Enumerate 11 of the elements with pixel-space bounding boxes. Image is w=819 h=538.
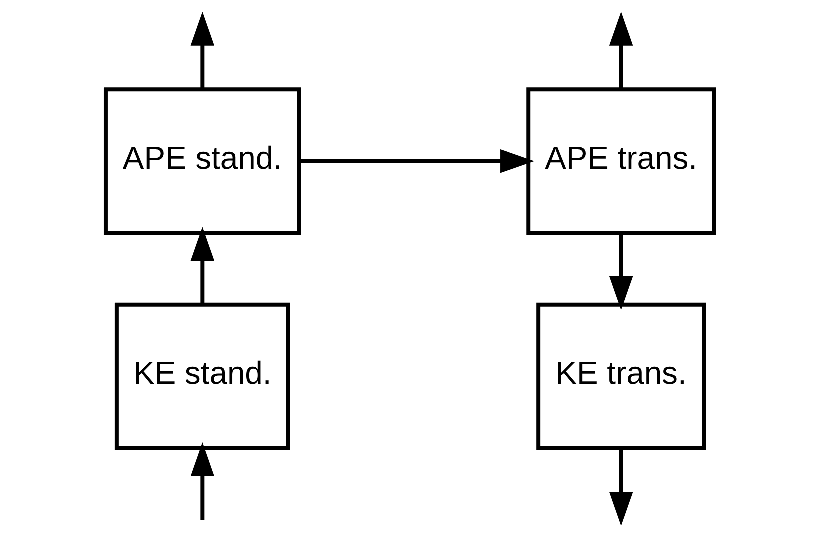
arrow [190,227,214,304]
arrow [190,442,214,520]
arrow [190,12,214,90]
node-box: APE trans. [526,88,716,236]
arrow [299,149,534,174]
node-box: APE stand. [103,88,301,236]
node-box: KE stand. [114,302,290,450]
arrow [608,12,633,90]
arrow [608,448,633,526]
node-box: KE trans. [536,302,706,450]
arrow [608,233,633,310]
